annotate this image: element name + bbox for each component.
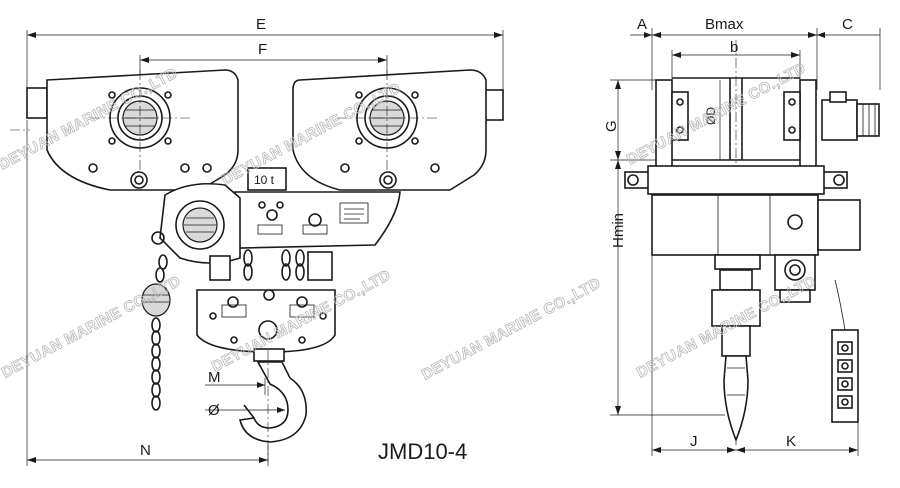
side-view: A Bmax C b xyxy=(603,16,881,456)
dimension-e: E xyxy=(26,16,504,90)
dimension-j-label: J xyxy=(690,433,698,450)
trolley-side-plates xyxy=(655,79,817,171)
hook xyxy=(239,350,307,462)
dimension-m-label: M xyxy=(208,369,221,386)
beam-stub-left xyxy=(26,87,48,119)
capacity-plate-label: 10 t xyxy=(254,173,275,187)
dimension-n-label: N xyxy=(140,442,151,459)
hook-block-side xyxy=(711,269,761,443)
trolley-crossbar xyxy=(624,165,848,195)
dimension-phi-label: Ø xyxy=(208,402,220,419)
front-view: E F xyxy=(10,16,504,466)
dimension-hmin: Hmin xyxy=(610,160,725,416)
dimension-g-label: G xyxy=(603,120,620,132)
wheel-left xyxy=(90,70,190,170)
model-label: JMD10-4 xyxy=(378,439,467,464)
dimension-e-label: E xyxy=(256,16,266,33)
dimension-bmax: Bmax xyxy=(652,16,817,38)
dimension-phid: ØD xyxy=(704,80,721,160)
capacity-plate: 10 t xyxy=(247,167,287,191)
dimension-f-label: F xyxy=(258,41,267,58)
pendant-control xyxy=(831,279,859,423)
beam-stub-right xyxy=(483,89,504,121)
watermark: DEYUAN MARINE CO.,LTD xyxy=(419,275,604,384)
hand-chain-left xyxy=(141,254,171,411)
dimension-c: C xyxy=(817,16,881,90)
dimension-n: N xyxy=(26,120,269,466)
dimension-bmax-label: Bmax xyxy=(705,16,744,33)
travel-motor xyxy=(821,91,880,141)
dimension-b-label: b xyxy=(730,39,738,56)
dimension-c-label: C xyxy=(842,16,853,33)
hoist-body xyxy=(234,191,401,249)
dimension-phi: Ø xyxy=(205,402,285,419)
dimension-j: J xyxy=(651,255,736,456)
dimension-hmin-label: Hmin xyxy=(610,213,627,248)
side-plate-bolts xyxy=(88,163,440,189)
hook-block xyxy=(196,289,336,362)
wheel-right xyxy=(337,70,437,170)
dimension-a-label: A xyxy=(637,16,647,33)
hoist-body-details xyxy=(257,201,369,235)
dimension-m: M xyxy=(205,369,266,395)
watermark: DEYUAN MARINE CO.,LTD xyxy=(0,273,184,382)
dimension-k: K xyxy=(736,420,859,456)
dimension-phid-label: ØD xyxy=(704,107,718,125)
hoist-body-side xyxy=(651,194,861,270)
watermark: DEYUAN MARINE CO.,LTD xyxy=(624,60,809,169)
dimension-k-label: K xyxy=(786,433,796,450)
chain-wheel-housing xyxy=(151,182,241,264)
limit-switch xyxy=(774,254,816,303)
load-chains xyxy=(209,249,333,281)
